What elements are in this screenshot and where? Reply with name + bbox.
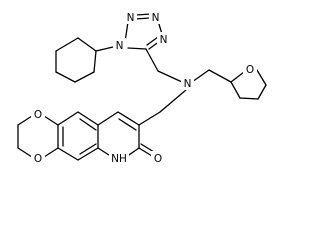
- atom-n2-text: N: [127, 12, 135, 24]
- atom-nh-text: NH: [111, 153, 127, 165]
- tetrazole-n1-label: N: [113, 38, 126, 52]
- atom-o-lower-text: O: [34, 153, 42, 165]
- dioxane-lower-oxygen-label: O: [31, 151, 45, 165]
- structure-svg: N N N N N O O O: [17, 10, 267, 165]
- atom-o-thf-text: O: [246, 64, 254, 76]
- atom-n4-text: N: [160, 34, 168, 46]
- atom-labels: N N N N N O O O: [31, 10, 257, 165]
- molecule-drawing: N N N N N O O O: [17, 10, 267, 165]
- amine-n-label: N: [181, 76, 194, 90]
- tetrazole-n3-label: N: [149, 10, 162, 24]
- dioxane-upper-oxygen-label: O: [31, 107, 45, 121]
- bonds: [17, 13, 267, 161]
- carbonyl-oxygen-label: O: [151, 151, 165, 165]
- atom-n3-text: N: [152, 12, 160, 24]
- atom-o-upper-text: O: [34, 109, 42, 121]
- tetrazole-n2-label: N: [124, 10, 137, 24]
- atom-o-carbonyl-text: O: [154, 153, 162, 165]
- atom-amine-text: N: [184, 78, 192, 90]
- ring-nh-label: NH: [109, 151, 129, 165]
- atom-n1-text: N: [116, 40, 124, 52]
- tetrazole-n4-label: N: [157, 32, 170, 46]
- thf-oxygen-label: O: [243, 62, 257, 76]
